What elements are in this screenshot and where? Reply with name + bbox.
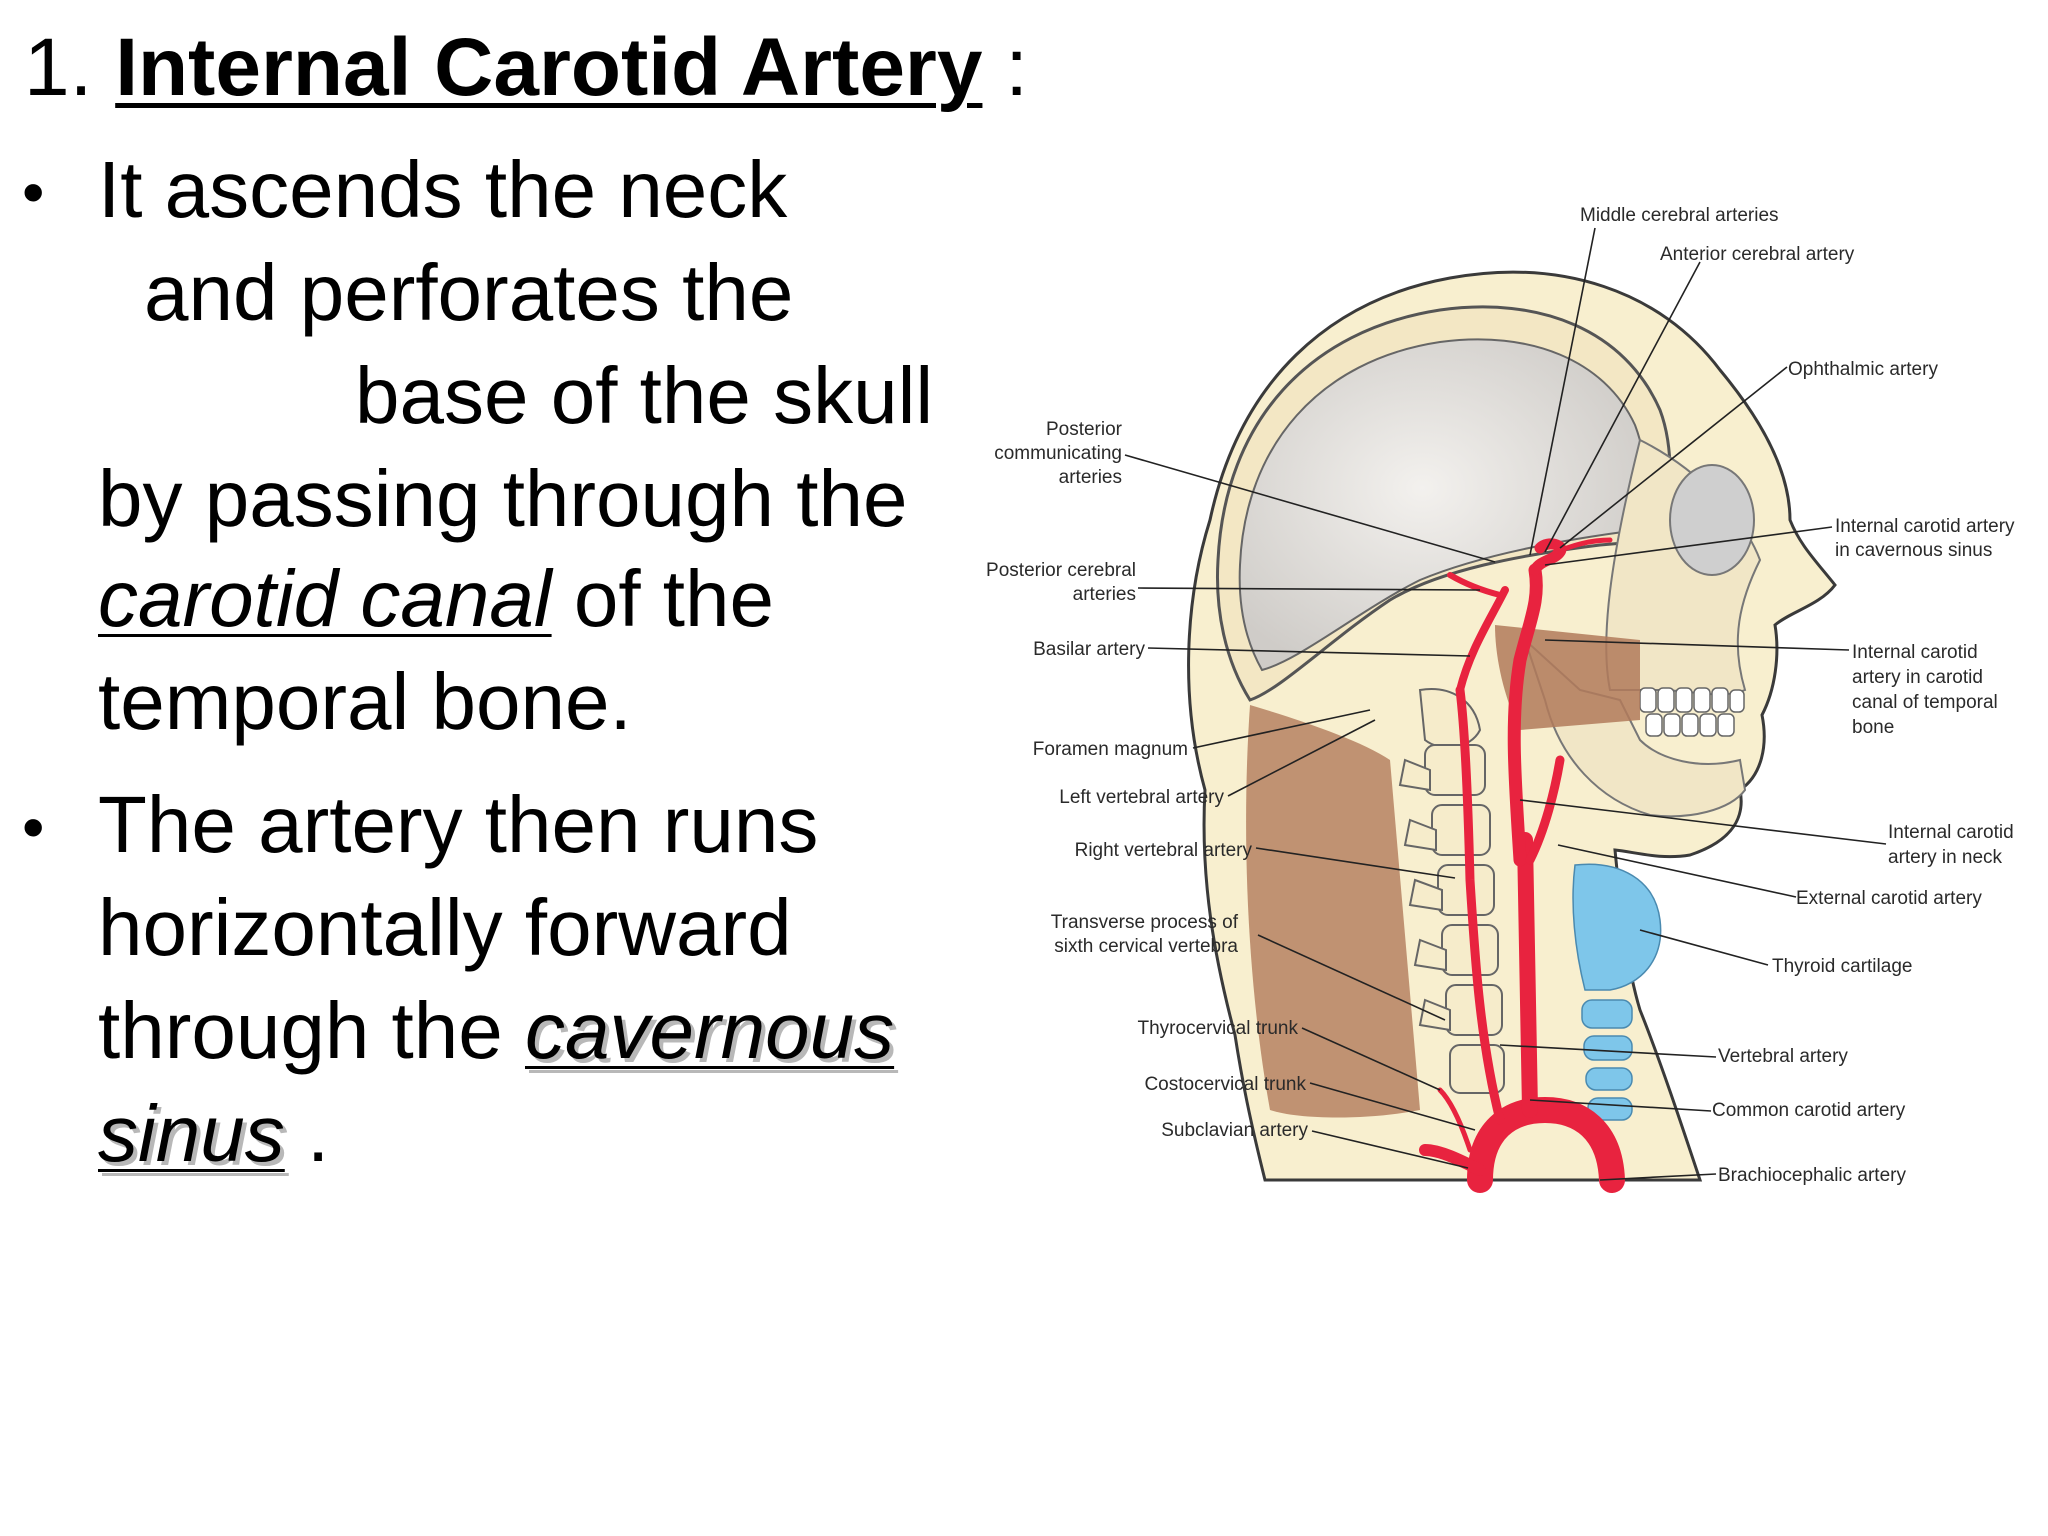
bullet1-line3: base of the skull (355, 351, 934, 440)
label-costocervical: Costocervical trunk (1144, 1074, 1306, 1095)
posterior-cerebral (1447, 572, 1503, 598)
title-prefix: 1. (24, 22, 93, 113)
label-middle-cerebral: Middle cerebral arteries (1580, 205, 1779, 226)
thyrocervical-trunk (1437, 1087, 1473, 1153)
vertebral-artery (1455, 685, 1505, 1125)
bullet2-line1: The artery then runs (98, 780, 819, 869)
pterygoid-muscle (1495, 625, 1640, 730)
bullet1-line6: temporal bone. (98, 657, 632, 746)
bullet1-line2: and perforates the (144, 248, 794, 337)
orbit (1669, 464, 1755, 576)
label-anterior-cerebral: Anterior cerebral artery (1660, 244, 1855, 265)
label-left-vertebral: Left vertebral artery (1059, 787, 1224, 808)
right-labels: Middle cerebral arteries Anterior cerebr… (1580, 205, 2015, 1186)
label-external-carotid: External carotid artery (1796, 888, 1982, 909)
label-thyrocervical: Thyrocervical trunk (1138, 1018, 1299, 1039)
arterial-tree (1419, 537, 1625, 1193)
ophthalmic (1552, 537, 1613, 555)
bullet2-line2: horizontally forward (98, 883, 792, 972)
label-thyroid-cartilage: Thyroid cartilage (1772, 956, 1912, 977)
right-leader-lines (1499, 227, 1887, 1181)
aortic-arch (1467, 1096, 1625, 1193)
basilar-artery (1456, 586, 1509, 694)
bullet2-line4-rest: . (307, 1089, 330, 1178)
common-carotid (1517, 832, 1538, 1118)
title-main: Internal Carotid Artery (115, 22, 983, 113)
cervical-vertebrae (1398, 688, 1505, 1094)
bullet1-line4: by passing through the (98, 454, 908, 543)
bullet2-line3-pre: through the (98, 986, 503, 1075)
sinus-term: sinus (98, 1089, 285, 1178)
left-leader-lines (1124, 454, 1496, 1169)
bullet-marker-1: • (22, 156, 45, 228)
internal-carotid-neck (1507, 563, 1543, 867)
slide-title: 1. Internal Carotid Artery : (24, 18, 1028, 118)
mandible (1522, 636, 1747, 818)
label-foramen-magnum: Foramen magnum (1033, 739, 1188, 760)
label-right-vertebral: Right vertebral artery (1075, 840, 1253, 861)
label-vertebral: Vertebral artery (1718, 1046, 1848, 1067)
label-basilar: Basilar artery (1033, 639, 1145, 660)
label-ophthalmic: Ophthalmic artery (1788, 359, 1938, 380)
label-common-carotid: Common carotid artery (1712, 1100, 1906, 1121)
bullet2-line4: sinus . (98, 1084, 329, 1184)
label-subclavian: Subclavian artery (1161, 1120, 1308, 1141)
bullet-marker-2: • (22, 791, 45, 863)
posterior-neck-muscles (1246, 705, 1420, 1118)
external-carotid (1525, 755, 1565, 865)
teeth (1639, 687, 1745, 737)
bullet1-line5-rest: of the (573, 554, 774, 643)
carotid-canal-term: carotid canal (98, 554, 552, 643)
subclavian (1419, 1144, 1486, 1176)
bullet1-line1: It ascends the neck (98, 145, 788, 234)
title-suffix: : (1005, 22, 1029, 113)
bullet2-line3: through the cavernous (98, 981, 894, 1081)
bullet1-line5: carotid canal of the (98, 549, 774, 649)
label-brachiocephalic: Brachiocephalic artery (1718, 1165, 1906, 1186)
cavernous-term: cavernous (525, 986, 895, 1075)
